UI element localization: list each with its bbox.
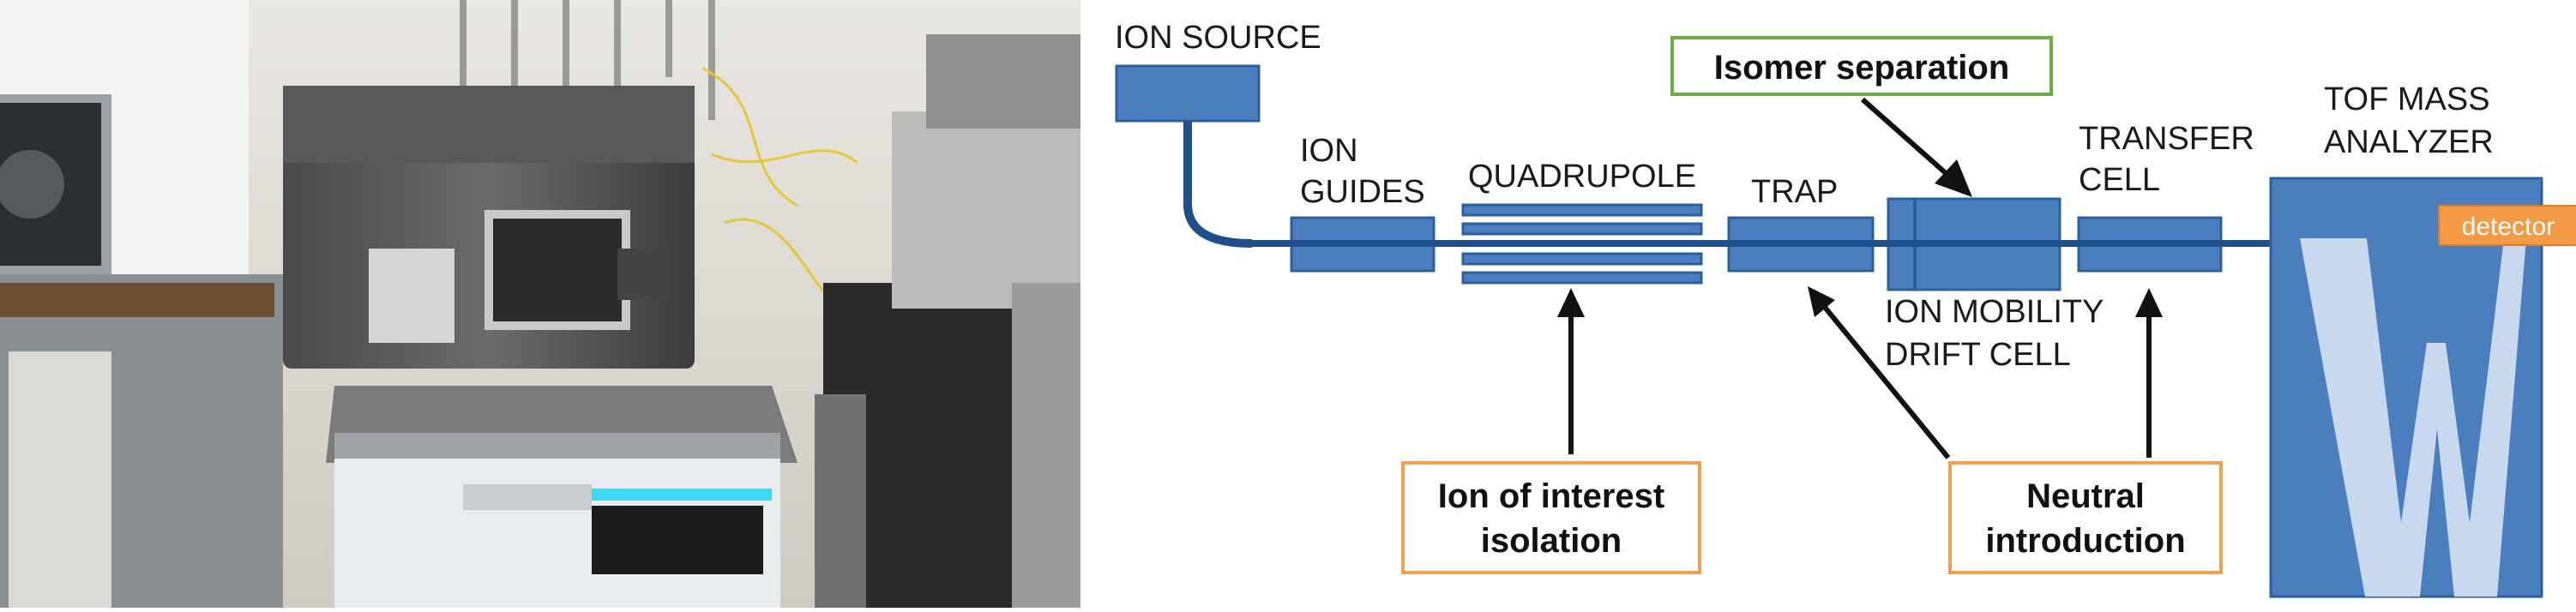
ion-of-interest-line1: Ion of interest [1438,477,1664,515]
callout-neutral-introduction: Neutral introduction [1948,461,2223,574]
schematic: ION SOURCE ION GUIDES QUADRUPOLE TRAP TR… [1115,20,2576,598]
instrument-photo [0,0,1080,608]
arrow-neutral-to-transfer [2135,288,2163,458]
label-tof-line1: TOF MASS [2324,81,2490,117]
tof-w-path [2300,238,2526,597]
arrow-neutral-to-trap [1808,286,1951,459]
label-trap: TRAP [1751,174,1838,210]
source-feed-line [1183,121,1253,248]
neutral-introduction-line2: introduction [1985,522,2185,560]
label-tof-line2: ANALYZER [2324,124,2494,160]
isomer-separation-text: Isomer separation [1714,49,2010,87]
ion-source-block [1115,64,1261,123]
label-ion-mobility-line1: ION MOBILITY [1885,294,2104,330]
callout-isomer-separation: Isomer separation [1670,36,2053,96]
detector-box [2438,205,2576,246]
label-ion-mobility-line2: DRIFT CELL [1885,337,2071,373]
label-ion-guides-line1: ION [1300,133,1358,169]
label-detector: detector [2462,213,2555,241]
label-transfer-line1: TRANSFER [2079,121,2254,157]
arrow-isomer-separation [1861,97,1972,197]
label-ion-source: ION SOURCE [1115,20,1321,56]
label-ion-guides-line2: GUIDES [1300,174,1425,210]
arrow-ion-of-interest [1557,288,1585,454]
quadrupole-rods [1461,203,1703,285]
label-transfer-line2: CELL [2079,162,2160,198]
neutral-introduction-line1: Neutral [2026,477,2145,515]
callout-ion-of-interest: Ion of interest isolation [1401,461,1701,574]
label-quadrupole: QUADRUPOLE [1468,159,1696,195]
ion-of-interest-line2: isolation [1481,522,1622,560]
